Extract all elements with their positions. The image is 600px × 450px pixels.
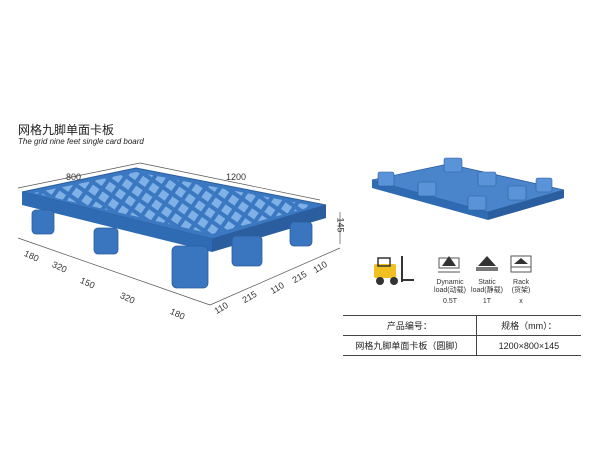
pallet-feet (31, 209, 313, 289)
pallet-foot (171, 245, 209, 289)
load-value-rack: x (519, 298, 523, 305)
pallet-foot (231, 235, 263, 267)
pallet-grid (34, 172, 314, 234)
pallet-photo (371, 157, 565, 220)
dynamic-load-icon (438, 256, 460, 273)
rack-load-icon (510, 255, 532, 273)
load-value-dynamic: 0.5T (442, 298, 457, 305)
dim-width: 800 (66, 172, 82, 182)
product-title-en: The grid nine feet single card board (18, 137, 144, 146)
product-title-zh: 网格九脚单面卡板 (18, 123, 115, 137)
spec-data-row: 网格九脚单面卡板（圆脚） 1200×800×145 (343, 335, 581, 356)
spec-header-row: 产品编号： 规格（mm）： (343, 315, 581, 336)
dim-length: 1200 (226, 172, 247, 182)
load-value-static: 1T (482, 298, 492, 305)
spec-header-name: 产品编号： (343, 315, 477, 336)
spec-table: 产品编号： 规格（mm）： 网格九脚单面卡板（圆脚） 1200×800×145 (343, 315, 581, 356)
pallet-foot (93, 227, 119, 255)
load-label-rack: Rack(货架) (511, 279, 531, 294)
pallet-front-face (22, 192, 212, 252)
spec-row-name: 网格九脚单面卡板（圆脚） (343, 335, 477, 356)
pallet-foot (31, 209, 55, 235)
spec-row-spec: 1200×800×145 (475, 335, 581, 356)
forklift-icon (374, 256, 414, 285)
spec-header-spec: 规格（mm）： (475, 315, 581, 336)
pallet-foot (289, 221, 313, 247)
static-load-icon (476, 256, 498, 271)
dim-height: 145 (335, 217, 346, 233)
dimension-lines (17, 162, 341, 306)
